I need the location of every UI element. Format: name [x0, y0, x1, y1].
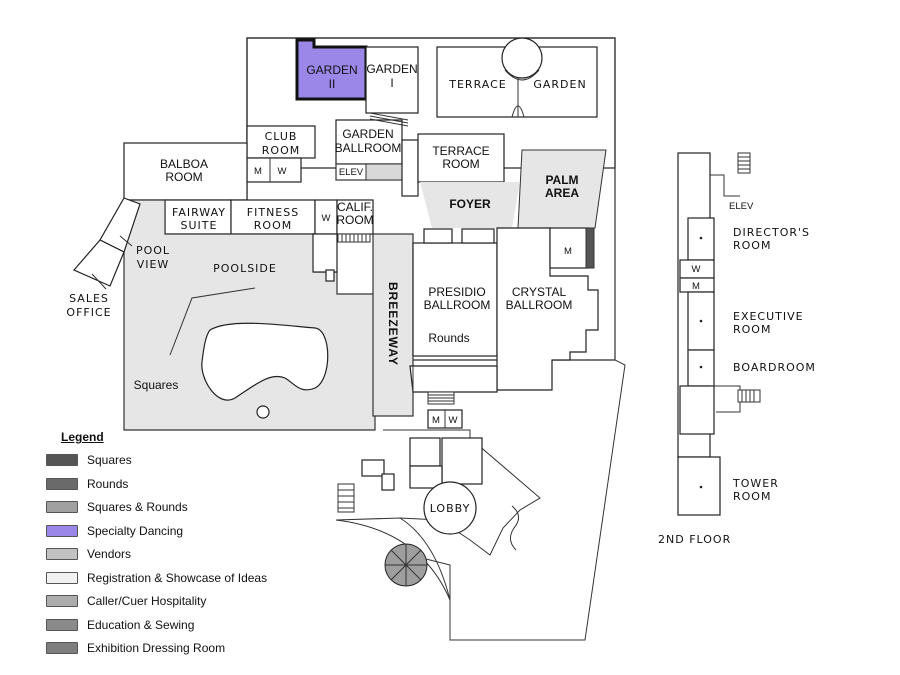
legend-label: Squares & Rounds — [87, 500, 188, 514]
crystal-restroom — [549, 227, 589, 269]
legend-swatch — [46, 477, 78, 490]
legend-swatch — [46, 595, 78, 607]
legend-swatch — [46, 454, 78, 466]
terrace-label: TERRACE — [448, 78, 506, 91]
legend-swatch — [46, 548, 78, 560]
restroom-w-south: W — [449, 415, 458, 426]
palm-area[interactable] — [517, 149, 607, 229]
breezeway-label: BREEZEWAY — [386, 282, 400, 366]
legend-swatch — [46, 501, 78, 513]
legend-item: Vendors — [46, 546, 131, 562]
balboa-room[interactable] — [123, 142, 248, 201]
foyer-label: FOYER — [449, 197, 491, 211]
legend-label: Specialty Dancing — [87, 523, 184, 538]
stairs — [369, 112, 409, 127]
legend-item: Registration & Showcase of Ideas — [46, 570, 267, 586]
fitness-room[interactable] — [230, 199, 316, 235]
restroom-w-club: W — [278, 166, 287, 177]
legend-swatch — [46, 618, 78, 631]
restroom-m-south: M — [432, 415, 440, 426]
poolside-label: POOLSIDE — [213, 262, 277, 275]
legend-label: Caller/Cuer Hospitality — [87, 594, 207, 608]
garden-top-label: GARDEN — [533, 78, 586, 91]
stairs-calif — [337, 233, 371, 243]
breezeway[interactable] — [372, 233, 414, 417]
squares-annotation: Squares — [134, 378, 179, 392]
legend-item: Caller/Cuer Hospitality — [46, 593, 206, 609]
restroom-w-2nd: W — [692, 264, 701, 275]
calif-room-label: CALIF.ROOM — [336, 200, 373, 227]
pool — [201, 322, 329, 401]
legend-label: Exhibition Dressing Room — [87, 641, 226, 655]
legend-label: Education & Sewing — [87, 617, 195, 632]
crystal-ballroom[interactable] — [496, 227, 599, 391]
legend-item: Specialty Dancing — [46, 523, 183, 539]
fairway-suite[interactable] — [164, 199, 232, 235]
legend-title: Legend — [61, 430, 104, 444]
legend-item: Squares & Rounds — [46, 499, 188, 515]
boardroom-label: BOARDROOM — [733, 361, 816, 374]
rounds-annotation: Rounds — [428, 331, 469, 345]
legend-swatch — [46, 524, 78, 537]
legend-swatch — [46, 571, 78, 584]
legend-label: Rounds — [87, 476, 129, 491]
south-wing — [409, 365, 498, 393]
second-floor-label: 2ND FLOOR — [658, 533, 731, 546]
legend-swatch — [46, 642, 78, 654]
presidio-ballroom[interactable] — [412, 242, 498, 357]
legend-item: Exhibition Dressing Room — [46, 640, 225, 656]
club-room[interactable] — [246, 125, 316, 159]
garden-i-room[interactable] — [365, 46, 419, 114]
restroom-m-crystal: M — [564, 246, 572, 257]
lobby-label: LOBBY — [430, 502, 471, 515]
terrace-room[interactable] — [417, 133, 505, 183]
legend-label: Squares — [87, 453, 132, 467]
elev-main-label: ELEV — [339, 167, 364, 178]
legend-item: Squares — [46, 452, 132, 468]
calif-room[interactable] — [336, 199, 374, 235]
stairs-lobby — [337, 483, 355, 513]
stairs-south — [427, 391, 455, 405]
legend-item: Rounds — [46, 476, 128, 492]
sales-office-kiosk — [73, 239, 125, 287]
second-floor-plan — [677, 152, 761, 516]
legend-label: Vendors — [87, 547, 132, 561]
lobby-circle — [423, 481, 477, 535]
elev-2nd-label: ELEV — [729, 201, 754, 212]
legend-label: Registration & Showcase of Ideas — [87, 570, 268, 585]
club-room-restrooms — [246, 157, 302, 183]
restroom-w-fitness: W — [322, 213, 331, 224]
foyer[interactable] — [420, 182, 520, 228]
umbrella-icon — [384, 543, 428, 587]
restroom-m-2nd: M — [692, 281, 700, 292]
legend-item: Education & Sewing — [46, 617, 194, 633]
restroom-m-club: M — [254, 166, 262, 177]
